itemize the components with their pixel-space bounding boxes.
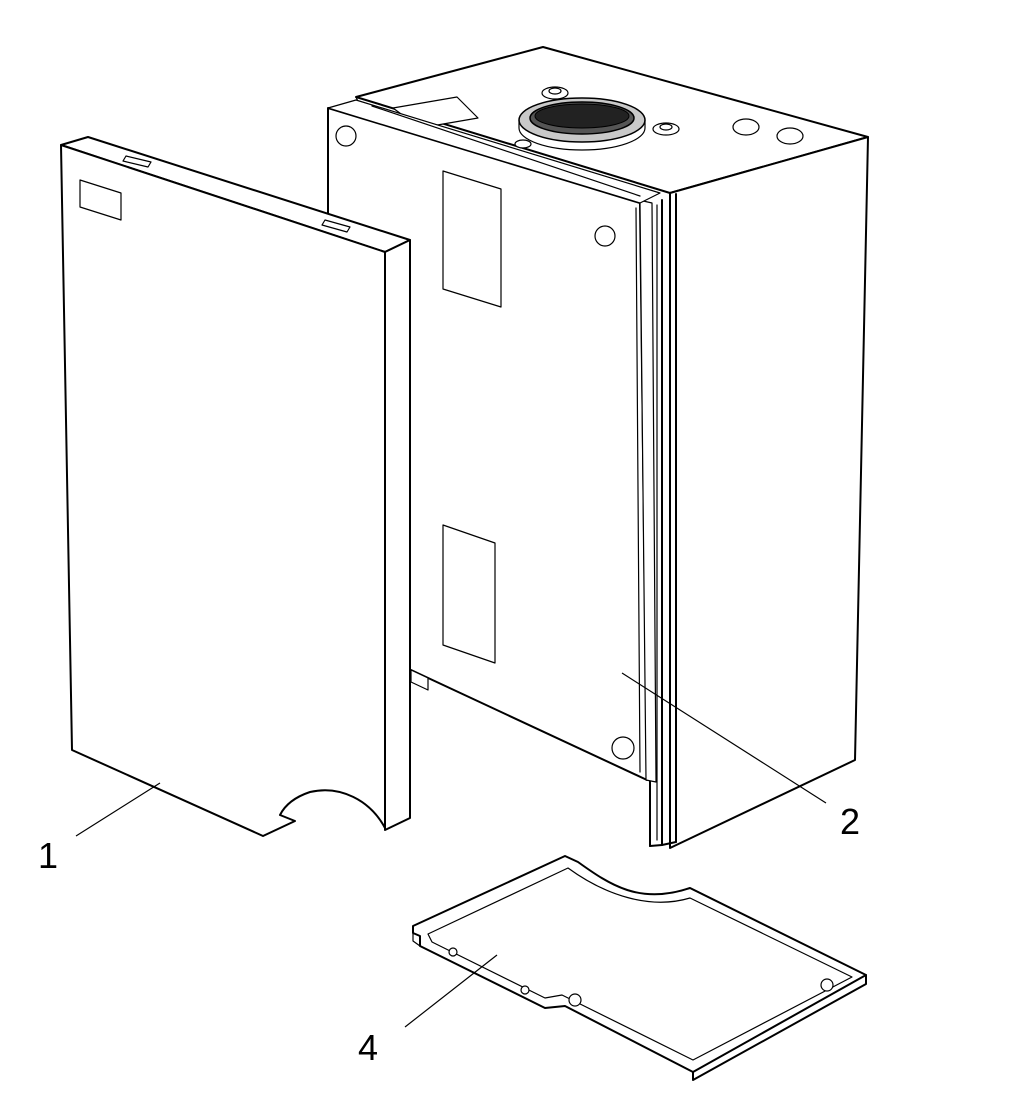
callout-label-2: 2: [840, 801, 860, 842]
label-plate-upper: [442, 170, 502, 308]
callout-2: 2: [621, 672, 860, 842]
callout-label-1: 1: [38, 835, 58, 876]
callout-label-4: 4: [358, 1027, 378, 1068]
flue-outlet-icon: [518, 97, 646, 151]
front-panel-label-window: [79, 179, 122, 221]
front-panel-side-edge: [384, 239, 411, 831]
callout-4: 4: [358, 954, 498, 1068]
leader-line-2: [621, 672, 827, 804]
front-panel-slot: [122, 155, 152, 168]
bottom-panel: [412, 855, 867, 1081]
leader-line-1: [75, 782, 161, 837]
mount-hole-icon: [594, 225, 616, 247]
screw-icon: [568, 993, 582, 1007]
stud-icon: [448, 947, 458, 957]
stud-icon: [520, 985, 530, 995]
callout-1: 1: [38, 782, 161, 876]
front-panel-face: [60, 144, 386, 837]
label-plate-lower: [442, 524, 496, 664]
mount-hole-icon: [335, 125, 357, 147]
screw-icon: [820, 978, 834, 992]
front-panel: [60, 136, 411, 837]
casing-right-side: [669, 136, 869, 849]
top-bolt-icons: [514, 86, 804, 149]
front-panel-slot: [321, 219, 351, 233]
casing-body: [355, 46, 869, 849]
leader-line-4: [404, 954, 498, 1028]
bottom-panel-tray: [412, 855, 867, 1073]
mount-hole-icon: [611, 736, 635, 760]
